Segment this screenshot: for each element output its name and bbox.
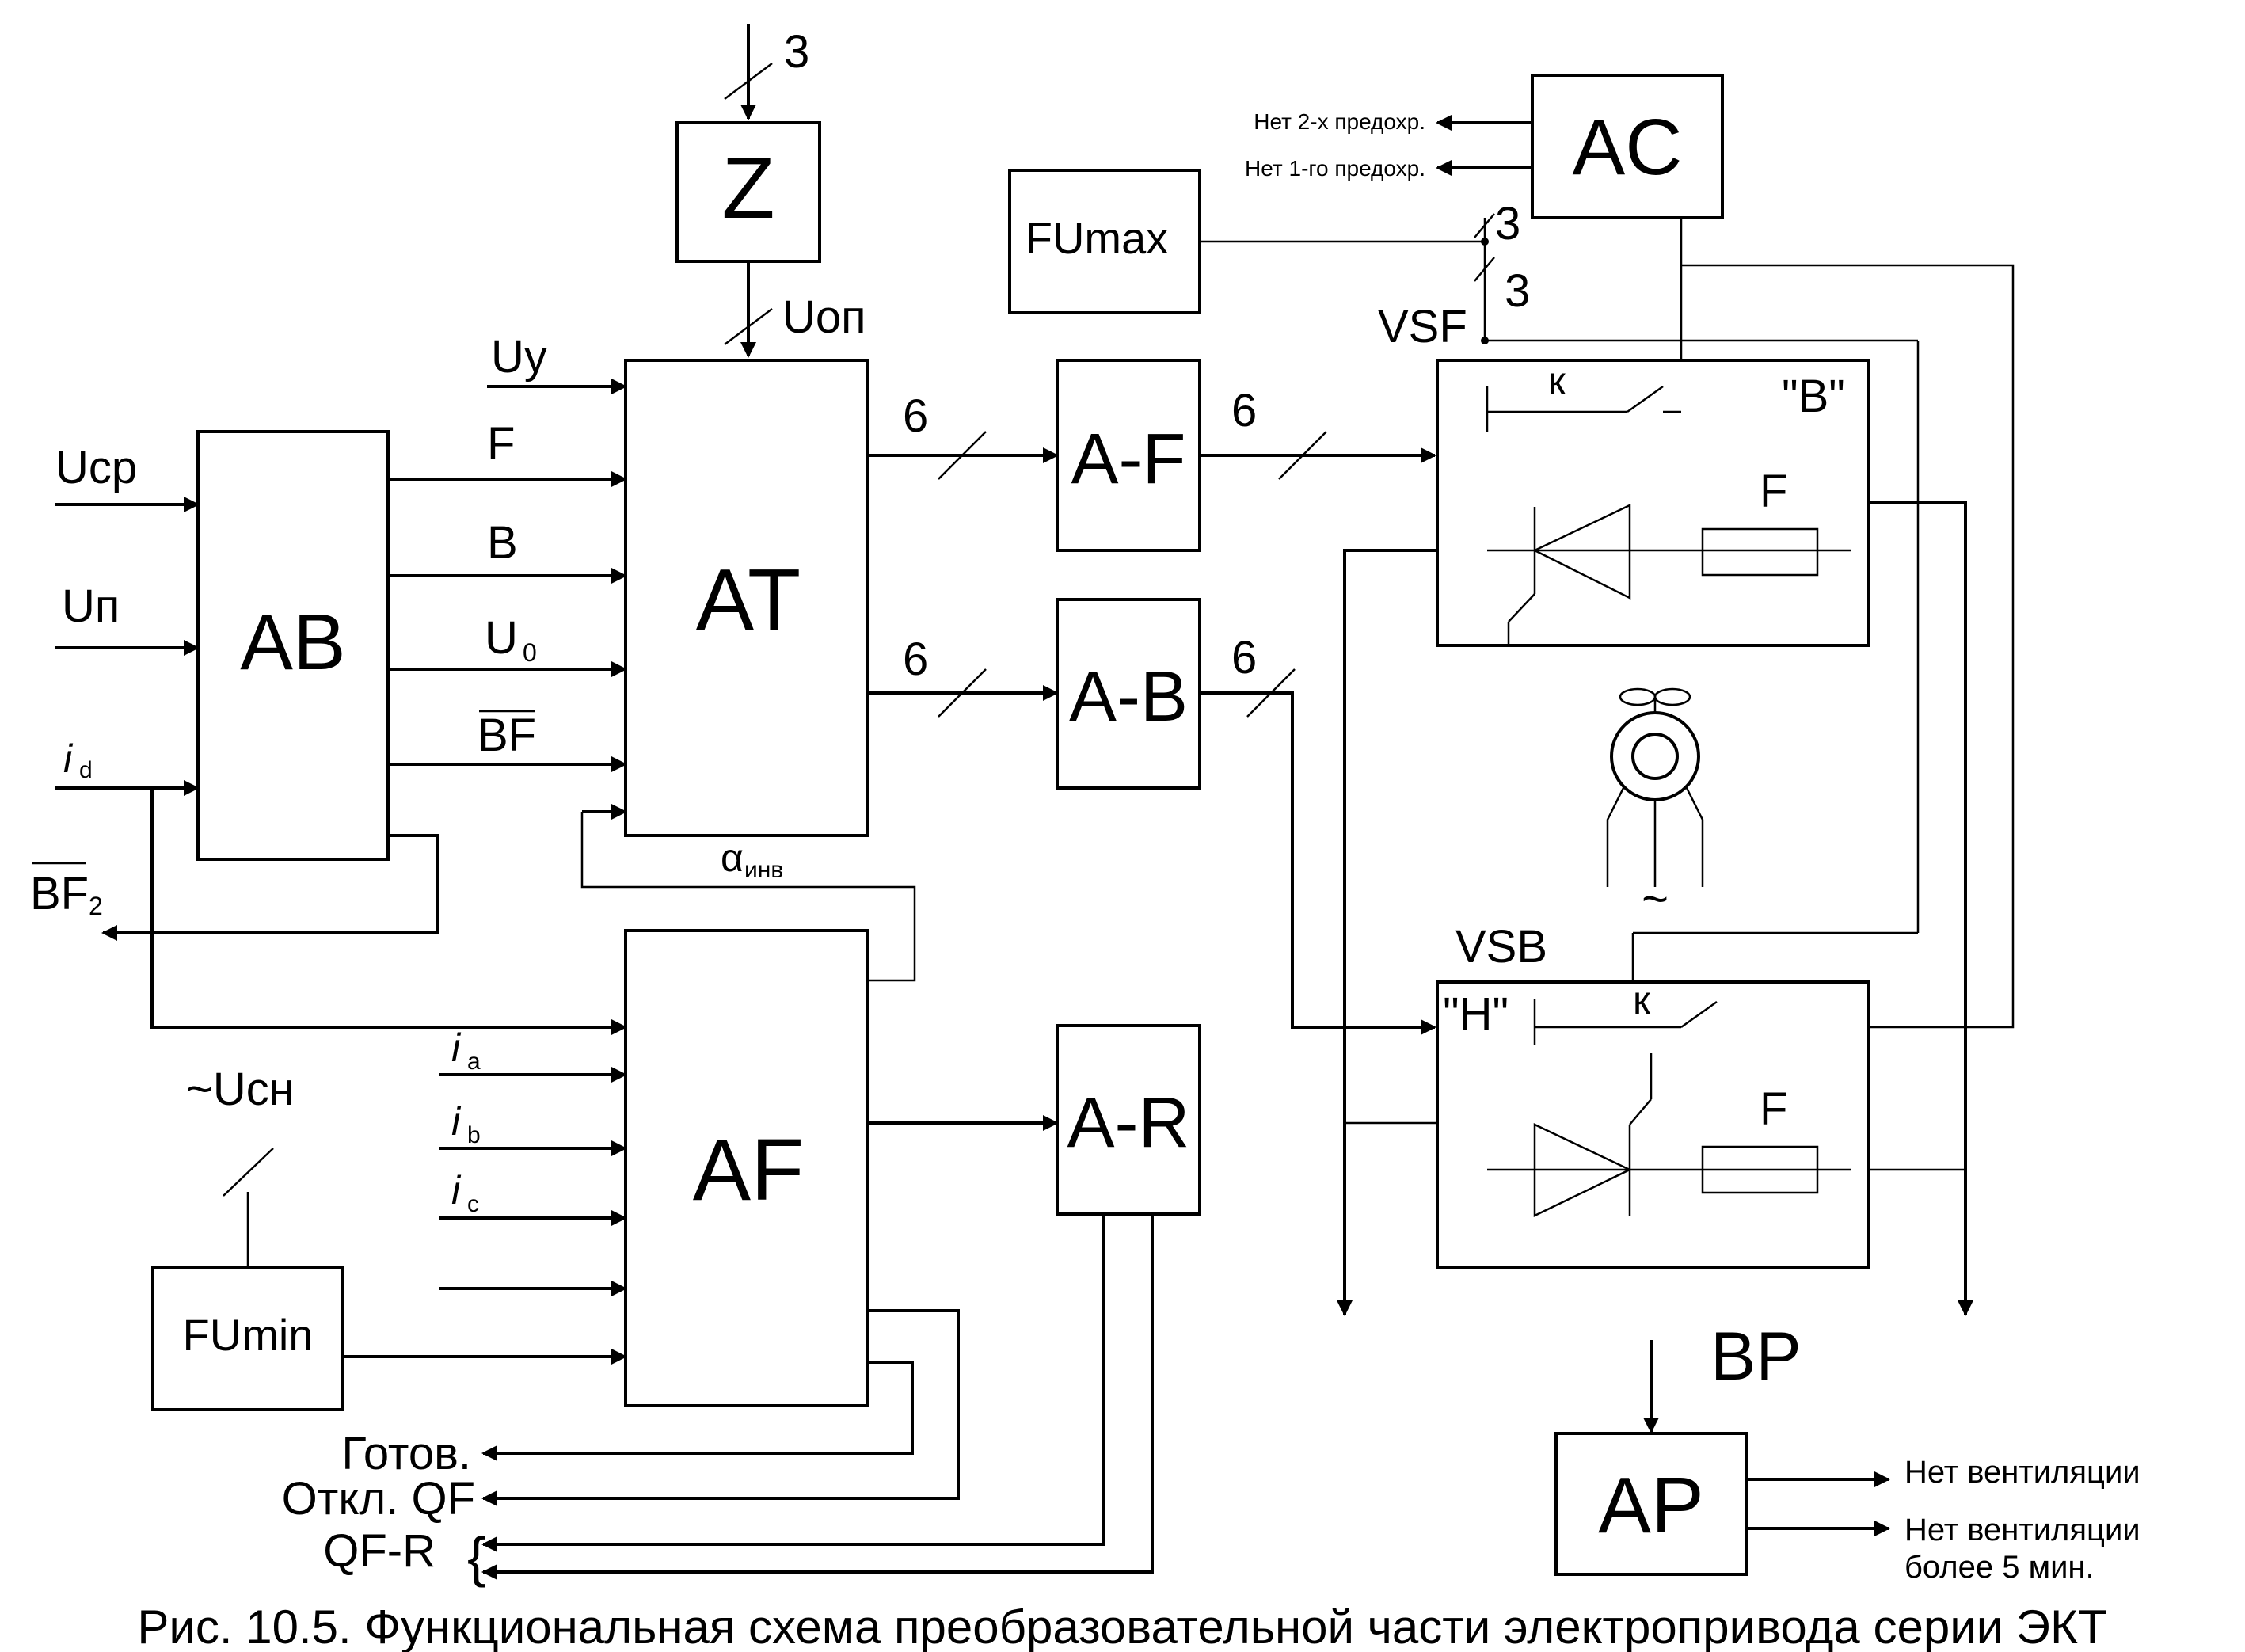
label-no-fuse1: Нет 1-го предохр. xyxy=(1245,156,1425,181)
label-un: Uп xyxy=(62,580,120,632)
label-ic-sub: c xyxy=(467,1191,479,1217)
figure-caption: Рис. 10.5. Функциональная схема преобраз… xyxy=(137,1601,2106,1652)
converters: 6 A-F 6 A-B A-R QF-R { 6 6 xyxy=(323,359,1436,1588)
block-a-r: A-R xyxy=(1067,1083,1190,1163)
at-block: AT Uy F B U 0 BF xyxy=(388,331,869,837)
label-alpha: α xyxy=(721,836,744,880)
block-at: AT xyxy=(696,551,801,649)
label-k2: к xyxy=(1633,978,1651,1022)
ac-block: AC Нет 2-х предохр. Нет 1-го предохр. FU… xyxy=(1008,74,2015,1029)
block-z: Z xyxy=(721,139,774,237)
label-fuse1: F xyxy=(1760,466,1787,517)
label-three-ac1: 3 xyxy=(1495,198,1520,249)
label-six-4: 6 xyxy=(1231,632,1257,683)
label-bf2-sub: 2 xyxy=(89,892,103,920)
label-vsb: VSB xyxy=(1455,921,1547,973)
label-f: F xyxy=(487,418,515,470)
label-b: B xyxy=(487,517,518,569)
label-six-1: 6 xyxy=(903,390,928,442)
label-ic: i xyxy=(451,1168,462,1212)
block-ab: AB xyxy=(240,598,345,687)
label-ucn: ~Uсн xyxy=(186,1064,295,1115)
label-vsf: VSF xyxy=(1378,301,1467,352)
label-ia-sub: a xyxy=(467,1049,481,1075)
block-ac: AC xyxy=(1573,103,1683,192)
vsb-bridge: VSB "H" к F xyxy=(1345,921,1965,1269)
label-three-top: 3 xyxy=(784,26,809,78)
label-id-sub: d xyxy=(79,757,93,783)
label-qf-r: QF-R xyxy=(323,1525,436,1577)
label-k1: к xyxy=(1548,359,1566,403)
block-af: AF xyxy=(693,1121,805,1219)
label-three-ac2: 3 xyxy=(1505,265,1530,317)
label-gotov: Готов. xyxy=(341,1428,471,1479)
label-no-vent5-l2: более 5 мин. xyxy=(1904,1550,2095,1585)
label-u0: U xyxy=(485,612,518,664)
label-ib-sub: b xyxy=(467,1122,481,1148)
label-ib: i xyxy=(451,1099,462,1144)
label-bridge-b: "B" xyxy=(1782,371,1845,422)
label-six-2: 6 xyxy=(903,634,928,685)
label-ucp: Uср xyxy=(55,442,137,493)
label-bf: BF xyxy=(478,710,536,761)
label-uy: Uy xyxy=(491,331,547,383)
vsf-bridge: "B" к F xyxy=(1337,359,1973,1316)
ab-block: AB Uср Uп i d BF 2 xyxy=(30,430,627,1035)
block-a-b: A-B xyxy=(1069,657,1188,737)
label-ia: i xyxy=(451,1026,462,1070)
fan-motor: ~ xyxy=(1606,687,1704,925)
label-no-fuse2: Нет 2-х предохр. xyxy=(1254,109,1425,134)
label-six-3: 6 xyxy=(1231,385,1257,436)
label-otkl-qf: Откл. QF xyxy=(282,1473,475,1524)
block-fumin: FUmin xyxy=(183,1310,314,1360)
label-fuse2: F xyxy=(1760,1083,1787,1135)
label-tilde: ~ xyxy=(1642,874,1669,925)
label-bf2: BF xyxy=(30,868,89,919)
label-bridge-h: "H" xyxy=(1443,988,1509,1040)
label-id: i xyxy=(63,737,74,781)
block-a-f: A-F xyxy=(1071,420,1186,499)
brace-qf-r: { xyxy=(467,1526,485,1588)
label-no-vent: Нет вентиляции xyxy=(1904,1455,2140,1490)
label-uop: Uоп xyxy=(782,291,866,343)
ap-block: BP AP Нет вентиляции Нет вентиляции боле… xyxy=(1554,1319,2140,1585)
block-fumax: FUmax xyxy=(1025,213,1168,263)
label-alpha-sub: инв xyxy=(744,857,783,883)
label-u0-sub: 0 xyxy=(523,638,537,667)
label-no-vent5-l1: Нет вентиляции xyxy=(1904,1513,2140,1547)
af-block: AF α инв i a i b i c FUmin ~Uсн Готов. О… xyxy=(151,812,1059,1524)
label-bp: BP xyxy=(1710,1319,1802,1395)
block-ap: AP xyxy=(1598,1461,1703,1550)
z-block: 3 Z Uоп xyxy=(675,24,866,358)
